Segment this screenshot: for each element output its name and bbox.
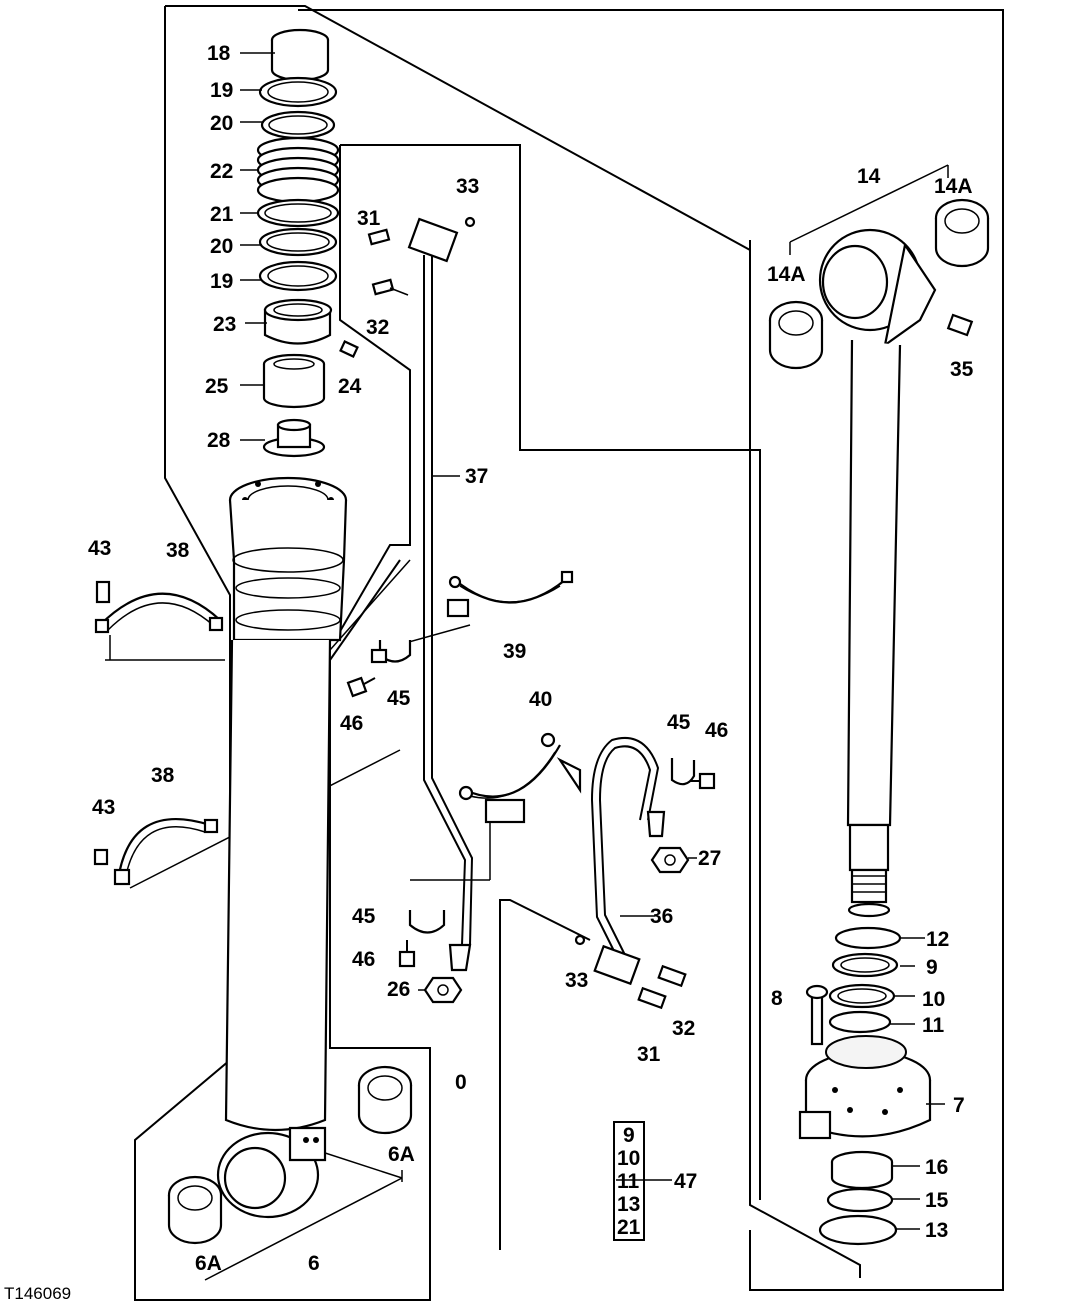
callout-32: 32 <box>672 1017 695 1040</box>
callout-33: 33 <box>565 969 588 992</box>
callout-33: 33 <box>456 175 479 198</box>
callout-22: 22 <box>210 160 233 183</box>
callout-46: 46 <box>705 719 728 742</box>
callout-12: 12 <box>926 928 949 951</box>
callout-40: 40 <box>529 688 552 711</box>
callout-0: 0 <box>455 1071 467 1094</box>
callout-38: 38 <box>166 539 190 562</box>
callout-38: 38 <box>151 764 175 787</box>
callout-6a: 6A <box>388 1143 415 1166</box>
clamp-38-upper <box>94 580 224 634</box>
callout-43: 43 <box>92 796 115 819</box>
callout-20: 20 <box>210 235 233 258</box>
callout-39: 39 <box>503 640 526 663</box>
callout-9: 9 <box>926 956 938 979</box>
callout-47: 47 <box>674 1170 697 1193</box>
callout-10: 10 <box>922 988 945 1011</box>
callout-21: 21 <box>210 203 234 226</box>
cylinder-barrel <box>216 476 348 1219</box>
bushing-14a <box>768 198 990 370</box>
callout-16: 16 <box>925 1156 948 1179</box>
callout-37: 37 <box>465 465 488 488</box>
clip-45-c <box>398 910 446 968</box>
kit-item-13: 13 <box>617 1193 640 1216</box>
callout-31: 31 <box>637 1043 661 1066</box>
piston-rod <box>818 228 974 918</box>
callout-35: 35 <box>950 358 974 381</box>
callout-23: 23 <box>213 313 236 336</box>
callout-6a: 6A <box>195 1252 222 1275</box>
clip-45-b <box>670 758 716 790</box>
hydraulic-tube-36 <box>574 736 687 1010</box>
callout-7: 7 <box>953 1094 965 1117</box>
lower-rings <box>818 1150 898 1246</box>
callout-25: 25 <box>205 375 229 398</box>
clamp-39 <box>446 570 574 618</box>
callout-11: 11 <box>922 1014 945 1037</box>
callout-14a: 14A <box>767 263 806 286</box>
callout-43: 43 <box>88 537 111 560</box>
figure-id: T146069 <box>4 1284 71 1303</box>
callout-8: 8 <box>771 987 783 1010</box>
callout-45: 45 <box>352 905 376 928</box>
callout-leaders <box>240 52 945 1230</box>
kit-box <box>613 1121 645 1241</box>
callout-14a: 14A <box>934 175 973 198</box>
callout-46: 46 <box>352 948 375 971</box>
piston-7 <box>798 1035 932 1140</box>
callout-15: 15 <box>925 1189 949 1212</box>
callout-6: 6 <box>308 1252 320 1275</box>
callout-18: 18 <box>207 42 231 65</box>
bushing-6a <box>167 1065 413 1245</box>
kit-item-21: 21 <box>617 1216 641 1239</box>
clamp-40 <box>458 732 582 824</box>
clamp-38-lower <box>93 817 219 886</box>
callout-31: 31 <box>357 207 381 230</box>
nut-27 <box>650 846 690 874</box>
callout-46: 46 <box>340 712 363 735</box>
piston-rings <box>805 926 902 1046</box>
callout-27: 27 <box>698 847 721 870</box>
kit-item-9: 9 <box>623 1124 635 1147</box>
callout-45: 45 <box>387 687 411 710</box>
callout-24: 24 <box>338 375 362 398</box>
callout-labels: 18 19 20 22 21 20 19 23 24 25 28 33 31 3… <box>4 42 974 1303</box>
kit-item-11: 11 <box>617 1170 640 1193</box>
callout-32: 32 <box>366 316 389 339</box>
gland-seal-stack <box>256 28 359 458</box>
callout-36: 36 <box>650 905 673 928</box>
callout-45: 45 <box>667 711 691 734</box>
hydraulic-tube-37 <box>367 216 476 972</box>
callout-20: 20 <box>210 112 233 135</box>
callout-14: 14 <box>857 165 881 188</box>
callout-26: 26 <box>387 978 410 1001</box>
callout-28: 28 <box>207 429 231 452</box>
callout-19: 19 <box>210 270 233 293</box>
callout-19: 19 <box>210 79 233 102</box>
kit-item-10: 10 <box>617 1147 640 1170</box>
clip-45-a <box>346 640 412 698</box>
callout-13: 13 <box>925 1219 948 1242</box>
nut-26 <box>423 976 463 1004</box>
